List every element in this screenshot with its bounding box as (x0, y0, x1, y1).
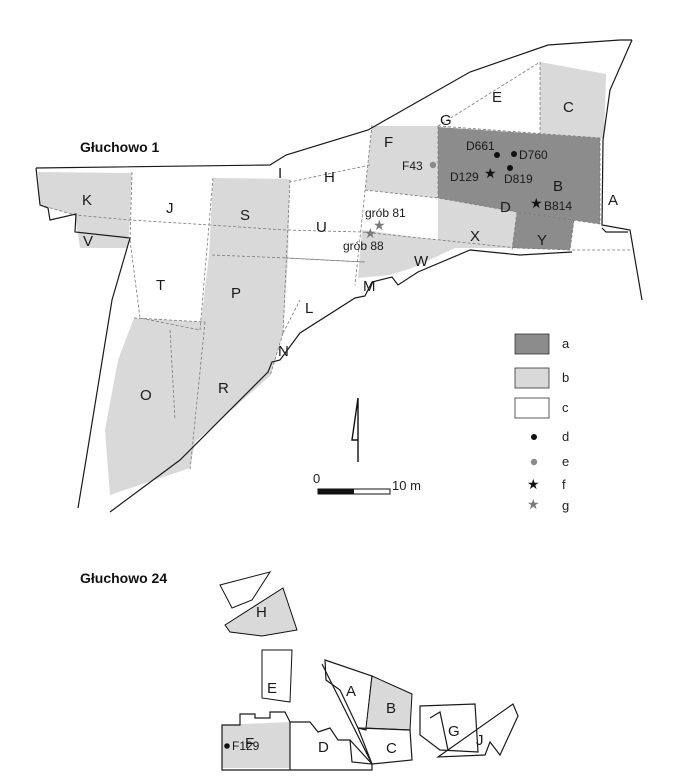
find-label-grob88: grób 88 (343, 239, 384, 253)
map-gluchowo-1: K V J S T P O R U L N M H I F G E C D B … (35, 39, 643, 513)
star-grob88-icon: ★ (364, 226, 377, 242)
sector-label-r: R (218, 380, 229, 397)
sector-label-j2: J (476, 732, 484, 749)
sector-y-fill (512, 212, 574, 250)
find-dot-d661 (494, 152, 500, 158)
sector-label-k: K (82, 192, 92, 209)
sector-label-o: O (140, 387, 152, 404)
map-gluchowo-24: Głuchowo 24 H E F D F129 A B C G J (80, 570, 519, 771)
sector-label-y: Y (537, 232, 547, 249)
scale-label-ten: 10 m (392, 478, 421, 493)
sector-label-e2: E (267, 680, 277, 697)
site-east-edge (601, 39, 632, 233)
sector-e-outline (261, 649, 293, 703)
find-label-d129: D129 (450, 170, 479, 184)
find-dot-f43 (429, 161, 437, 169)
legend-swatch-a (514, 333, 550, 355)
legend-dot-d-icon (531, 434, 537, 440)
sector-w-fill (358, 230, 455, 278)
sector-label-l: L (305, 300, 313, 317)
sector-label-w: W (414, 253, 429, 270)
sector-p-fill (200, 255, 288, 333)
map-title-gluchowo-24: Głuchowo 24 (80, 570, 167, 586)
sector-d-fill (438, 127, 600, 224)
sector-h-fill (224, 587, 298, 637)
star-b814-icon: ★ (530, 196, 543, 212)
sector-r-fill (190, 322, 283, 468)
find-label-grob81: grób 81 (365, 206, 406, 220)
sector-c-fill (540, 62, 606, 138)
sector-label-u: U (316, 219, 327, 236)
scale-label-zero: 0 (313, 471, 320, 486)
sector-label-i: I (278, 165, 282, 182)
star-grob81-icon: ★ (373, 218, 386, 234)
sector-label-n: N (278, 343, 289, 360)
sector-label-s: S (240, 207, 250, 224)
sector-label-c2: C (386, 740, 397, 757)
sector-label-a2: A (346, 683, 356, 700)
find-label-f43: F43 (402, 159, 423, 173)
sector-label-b2: B (386, 700, 396, 717)
sector-j-outline (435, 703, 519, 758)
sector-label-a: A (608, 192, 618, 209)
sector-label-g2: G (448, 723, 460, 740)
sector-label-t: T (156, 277, 165, 294)
sector-label-f: F (384, 134, 393, 151)
legend-star-f-icon: ★ (527, 477, 540, 493)
sector-c-outline (321, 663, 413, 765)
map-title-gluchowo-1: Głuchowo 1 (80, 139, 160, 155)
sector-label-b: B (553, 178, 563, 195)
legend-label-e: e (562, 454, 569, 469)
sector-f-fill (365, 126, 438, 198)
sector-k-fill (38, 172, 132, 220)
sector-f-fill-2 (222, 722, 290, 768)
find-dot-f129 (224, 743, 230, 749)
legend-label-d: d (562, 429, 569, 444)
sector-label-e: E (492, 89, 502, 106)
scale-bar: 0 10 m (313, 471, 421, 495)
legend-label-f: f (562, 477, 566, 492)
north-arrow-icon (351, 397, 359, 462)
sector-grid-lines (39, 61, 630, 471)
sector-label-h2: H (256, 604, 267, 621)
legend: ★ ★ a b c d e f g (514, 333, 570, 513)
find-dot-d819 (507, 165, 513, 171)
find-label-f129: F129 (232, 739, 260, 753)
sector-x-fill (438, 198, 517, 248)
sector-label-d: D (500, 199, 511, 216)
legend-swatch-c (514, 397, 550, 419)
site-outline (35, 39, 643, 513)
sector-label-h: H (324, 169, 335, 186)
sector-label-v: V (83, 233, 93, 250)
find-label-d819: D819 (504, 172, 533, 186)
sector-label-g: G (440, 112, 452, 129)
sector-v-fill (75, 215, 130, 248)
sector-label-x: X (470, 228, 480, 245)
find-label-d760: D760 (519, 148, 548, 162)
find-label-d661: D661 (466, 139, 495, 153)
legend-swatch-b (514, 367, 550, 389)
sector-label-j: J (166, 200, 174, 217)
sector-label-m: M (363, 278, 376, 295)
legend-label-g: g (562, 498, 569, 513)
sector-label-p: P (231, 285, 241, 302)
find-label-b814: B814 (544, 199, 572, 213)
find-dot-d760 (511, 151, 517, 157)
sector-label-c: C (563, 99, 574, 116)
legend-label-a: a (562, 336, 570, 351)
sector-h-outline (219, 571, 272, 609)
sector-o-fill (105, 318, 205, 495)
sector-s-fill (209, 178, 290, 258)
legend-star-g-icon: ★ (527, 497, 540, 513)
sector-label-f2: F (245, 735, 254, 752)
legend-label-c: c (562, 400, 569, 415)
star-d129-icon: ★ (484, 166, 497, 182)
sector-g-outline (419, 703, 479, 753)
legend-label-b: b (562, 370, 569, 385)
legend-dot-e-icon (530, 458, 538, 466)
sector-label-d2: D (318, 739, 329, 756)
